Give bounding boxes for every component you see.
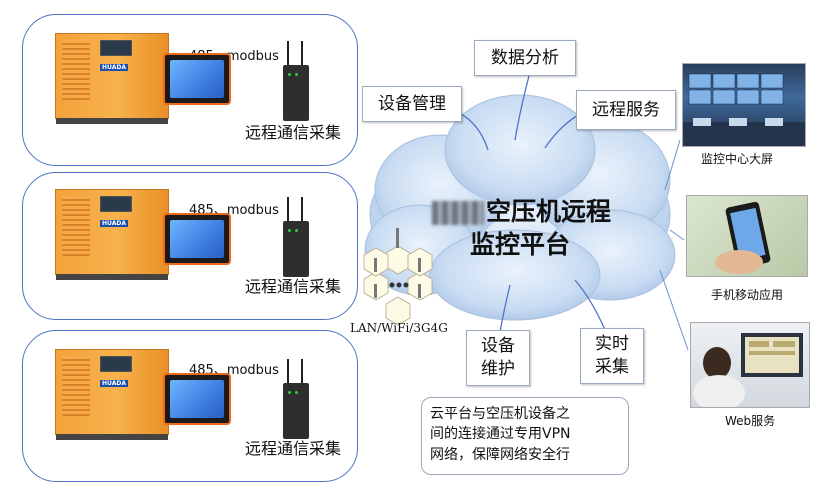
brand-label: HUADA — [100, 64, 128, 71]
monitor-center-caption: 监控中心大屏 — [701, 152, 774, 166]
air-compressor-3: HUADA — [55, 349, 169, 440]
wireless-cluster — [363, 245, 433, 326]
brand-label: HUADA — [100, 220, 128, 227]
device-panel-3: HUADA 485、modbus 远程通信采集 — [22, 330, 358, 482]
device-maintenance-label-1: 设备 — [481, 336, 515, 357]
wireless-towers — [374, 228, 421, 298]
realtime-collection-label-1: 实时 — [595, 334, 629, 355]
data-analysis-label: 数据分析 — [491, 47, 559, 68]
data-analysis-box: 数据分析 — [474, 40, 576, 76]
air-compressor-2: HUADA — [55, 189, 169, 280]
brand-label: HUADA — [100, 380, 128, 387]
device-maintenance-label-2: 维护 — [481, 359, 515, 379]
gateway-3 — [283, 359, 309, 439]
network-label: LAN/WiFi/3G4G — [350, 321, 448, 335]
vpn-note: 云平台与空压机设备之 间的连接通过专用VPN 网络，保障网络安全行 — [421, 397, 629, 475]
device-caption-3: 远程通信采集 — [245, 439, 342, 458]
realtime-collection-box: 实时 采集 — [580, 328, 644, 384]
device-maintenance-box: 设备 维护 — [466, 330, 530, 386]
wireless-dots — [389, 282, 409, 288]
gateway-1 — [283, 41, 309, 121]
touch-screen-2 — [163, 213, 231, 265]
monitor-center-photo — [682, 63, 806, 147]
vpn-note-line1: 云平台与空压机设备之 — [430, 406, 570, 422]
redacted-brand-mark — [432, 201, 484, 225]
web-service-photo — [690, 322, 810, 408]
gateway-2 — [283, 197, 309, 277]
air-compressor-1: HUADA — [55, 33, 169, 124]
remote-service-label: 远程服务 — [592, 99, 660, 120]
vpn-note-line3: 网络，保障网络安全行 — [430, 446, 570, 463]
platform-title-line1: 空压机远程 — [486, 197, 612, 226]
device-panel-2: HUADA 485、modbus 远程通信采集 — [22, 172, 358, 320]
web-service-caption: Web服务 — [725, 414, 776, 428]
terminal-links — [659, 139, 689, 351]
mobile-app-caption: 手机移动应用 — [711, 288, 784, 302]
touch-screen-3 — [163, 373, 231, 425]
touch-screen-1 — [163, 53, 231, 105]
device-management-box: 设备管理 — [362, 86, 462, 122]
device-caption-1: 远程通信采集 — [245, 123, 342, 142]
mobile-app-photo — [686, 195, 808, 277]
vpn-note-line2: 间的连接通过专用VPN — [430, 426, 571, 443]
device-panel-1: HUADA 485、modbus 远程通信采集 — [22, 14, 358, 166]
realtime-collection-label-2: 采集 — [595, 357, 629, 377]
device-management-label: 设备管理 — [378, 93, 446, 114]
remote-service-box: 远程服务 — [576, 90, 676, 130]
platform-title-line2: 监控平台 — [470, 229, 571, 259]
platform-title: 空压机远程 监控平台 — [432, 196, 611, 261]
device-caption-2: 远程通信采集 — [245, 277, 342, 296]
